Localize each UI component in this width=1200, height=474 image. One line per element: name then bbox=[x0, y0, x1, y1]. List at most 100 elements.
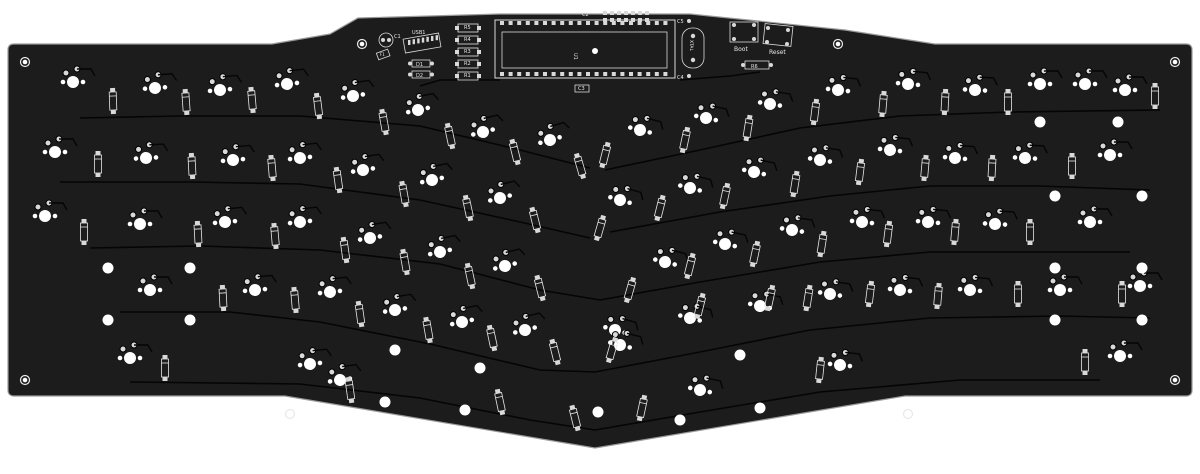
reset-label: Reset bbox=[769, 49, 786, 56]
diode-pad bbox=[923, 155, 928, 159]
diode-pad bbox=[884, 243, 889, 248]
diode-pad bbox=[383, 130, 389, 135]
switch-center-hole bbox=[144, 284, 156, 296]
switch-pad bbox=[965, 77, 971, 83]
mcu-pin bbox=[543, 21, 547, 25]
diode-pad bbox=[96, 151, 101, 155]
switch-stab-hole bbox=[43, 150, 48, 155]
boot-label: Boot bbox=[734, 46, 748, 53]
diode-pad bbox=[250, 109, 255, 113]
header-pin bbox=[631, 11, 635, 15]
d1-label: D1 bbox=[416, 62, 423, 68]
switch-stab-hole bbox=[1098, 220, 1103, 225]
r4-label: R4 bbox=[464, 37, 471, 43]
mounting-hole-drill bbox=[23, 378, 28, 383]
diode-pad bbox=[317, 115, 322, 120]
mcu-pin bbox=[655, 21, 659, 25]
mcu-pin bbox=[560, 72, 564, 76]
switch-stab-hole bbox=[1068, 288, 1073, 293]
diode-pad bbox=[163, 377, 168, 381]
mounting-hole bbox=[1137, 191, 1148, 202]
mounting-hole bbox=[475, 363, 486, 374]
u1-label: U1 bbox=[572, 53, 578, 60]
mcu-hole bbox=[592, 48, 598, 54]
mcu-pin bbox=[603, 72, 607, 76]
mcu-pin bbox=[517, 21, 521, 25]
diode-pad bbox=[356, 301, 362, 306]
diode-pad bbox=[404, 270, 410, 275]
mcu-pin bbox=[586, 21, 590, 25]
mounting-hole bbox=[1050, 263, 1061, 274]
diode-pad bbox=[934, 305, 939, 309]
diode-pad bbox=[1028, 219, 1033, 223]
mounting-hole-drill bbox=[360, 42, 365, 47]
diode-pad bbox=[359, 323, 365, 328]
mcu-pin bbox=[509, 72, 513, 76]
switch-stab-hole bbox=[1028, 82, 1033, 87]
diode-pad bbox=[794, 171, 800, 176]
mcu-pin bbox=[509, 21, 513, 25]
switch-pad bbox=[761, 91, 768, 98]
diode-pad bbox=[921, 177, 926, 181]
switch-stab-hole bbox=[1073, 82, 1078, 87]
boot-pad bbox=[752, 37, 756, 41]
resistor-pad bbox=[477, 26, 481, 30]
d1-pad bbox=[430, 62, 434, 66]
mcu-pin bbox=[612, 72, 616, 76]
mcu-pin bbox=[595, 72, 599, 76]
diode-pad bbox=[341, 237, 347, 242]
switch-center-hole bbox=[1119, 84, 1131, 96]
r2-label: R2 bbox=[464, 61, 471, 67]
switch-stab-hole bbox=[1078, 220, 1083, 225]
switch-pad bbox=[358, 227, 365, 234]
switch-pad bbox=[319, 280, 326, 287]
switch-pad bbox=[829, 77, 836, 84]
r6-pad bbox=[769, 63, 773, 67]
header-pin bbox=[624, 18, 628, 22]
switch-pad bbox=[341, 85, 348, 92]
header-pin bbox=[617, 18, 621, 22]
diode-pad bbox=[743, 136, 749, 141]
switch-center-hole bbox=[1034, 78, 1046, 90]
mounting-hole-drill bbox=[1173, 60, 1178, 65]
diode-pad bbox=[82, 219, 87, 223]
switch-pad bbox=[1015, 145, 1021, 151]
diode-pad bbox=[817, 252, 823, 257]
switch-pad bbox=[244, 278, 251, 285]
switch-pad bbox=[299, 352, 306, 359]
diode-pad bbox=[821, 231, 827, 236]
diode-pad bbox=[790, 192, 796, 197]
resistor-pad bbox=[477, 50, 481, 54]
header-pin bbox=[603, 18, 607, 22]
resistor-pad bbox=[455, 38, 459, 42]
switch-stab-hole bbox=[1108, 354, 1113, 359]
diode-pad bbox=[816, 379, 821, 384]
header-pin bbox=[617, 11, 621, 15]
diode-pad bbox=[400, 249, 406, 254]
switch-pad bbox=[899, 71, 906, 78]
resistor-pad bbox=[477, 38, 481, 42]
switch-stab-hole bbox=[1048, 82, 1053, 87]
switch-center-hole bbox=[67, 76, 79, 88]
switch-pad bbox=[351, 159, 358, 166]
d2-label: D2 bbox=[416, 73, 423, 79]
header-pin bbox=[645, 18, 649, 22]
mcu-pin bbox=[595, 21, 599, 25]
mounting-hole bbox=[185, 263, 196, 274]
switch-stab-hole bbox=[53, 214, 58, 219]
diode-pad bbox=[747, 115, 753, 120]
switch-center-hole bbox=[1084, 216, 1096, 228]
diode-pad bbox=[814, 99, 819, 104]
usb-pin bbox=[426, 37, 428, 42]
usb-pin bbox=[413, 39, 415, 44]
diode-pad bbox=[110, 88, 115, 92]
switch-pad bbox=[821, 281, 828, 288]
switch-center-hole bbox=[49, 146, 61, 158]
mcu-pin bbox=[500, 21, 504, 25]
switch-pad bbox=[1115, 78, 1121, 84]
mcu-pin bbox=[629, 72, 633, 76]
switch-stab-hole bbox=[63, 150, 68, 155]
switch-stab-hole bbox=[1048, 288, 1053, 293]
diode-pad bbox=[271, 223, 276, 227]
